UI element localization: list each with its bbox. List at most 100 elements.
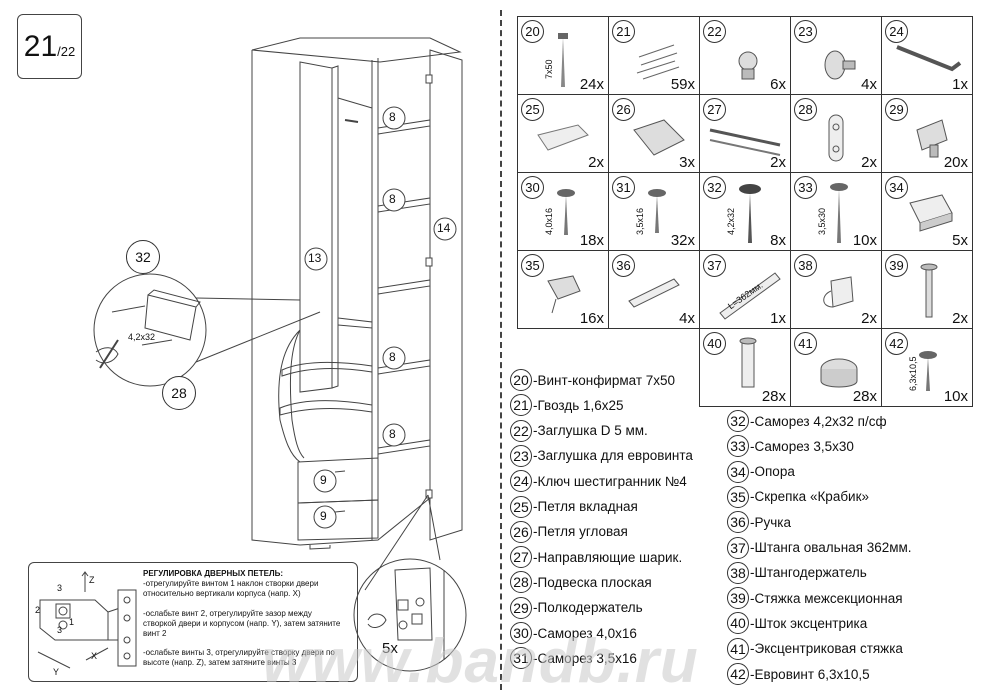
fitting-qty: 8x — [770, 232, 786, 249]
shelf-label: 8 — [389, 427, 396, 441]
fitting-icon — [909, 194, 953, 232]
fitting-number: 24 — [885, 20, 908, 43]
fitting-qty: 16x — [579, 310, 604, 327]
page-total: /22 — [57, 44, 76, 59]
fitting-icon — [547, 275, 581, 314]
fitting-qty: 10x — [943, 388, 968, 405]
fitting-icon — [636, 44, 680, 80]
parts-list-item: 40-Шток эксцентрика — [727, 612, 867, 635]
note-line-1: -отрегулируйте винтом 1 наклон створки д… — [143, 579, 319, 598]
shelf-label: 8 — [389, 350, 396, 364]
fitting-number: 21 — [612, 20, 635, 43]
part-number: 35 — [727, 485, 749, 508]
axis-x: X — [91, 651, 98, 661]
screw-size-label: 4,2x32 — [128, 332, 156, 342]
fitting-icon — [739, 184, 761, 243]
part-name: -Винт-конфирмат 7х50 — [533, 372, 676, 388]
part-name: -Ключ шестигранник №4 — [533, 473, 687, 489]
shelf-label: 8 — [389, 110, 396, 124]
part-name: -Стяжка межсекционная — [750, 590, 903, 606]
fitting-number: 26 — [612, 98, 635, 121]
parts-list-item: 36-Ручка — [727, 511, 791, 534]
fitting-cell-24: 24 1x — [881, 16, 973, 95]
fitting-icon — [709, 128, 781, 156]
part-number: 37 — [727, 536, 749, 559]
part-name: -Ручка — [750, 514, 791, 530]
fitting-number: 32 — [703, 176, 726, 199]
part-number: 33 — [727, 435, 749, 458]
fitting-qty: 2x — [861, 154, 877, 171]
note-line-3: -ослабьте винты 3, отрегулируйте створку… — [143, 648, 335, 667]
part-number: 34 — [727, 460, 749, 483]
fitting-number: 36 — [612, 254, 635, 277]
fitting-qty: 1x — [952, 76, 968, 93]
door-label-left: 13 — [308, 251, 322, 265]
fitting-qty: 6x — [770, 76, 786, 93]
parts-list-item: 34-Опора — [727, 460, 795, 483]
part-name: -Петля угловая — [533, 524, 628, 540]
fitting-number: 38 — [794, 254, 817, 277]
parts-list-item: 28-Подвеска плоская — [510, 571, 652, 594]
part-name: -Штанга овальная 362мм. — [750, 540, 912, 555]
parts-list-item: 30-Саморез 4,0х16 — [510, 622, 637, 644]
part-number: 31 — [510, 647, 532, 670]
parts-list-item: 25-Петля вкладная — [510, 495, 638, 518]
fitting-number: 34 — [885, 176, 908, 199]
fitting-number: 35 — [521, 254, 544, 277]
fitting-icon — [628, 278, 680, 308]
fitting-icon — [824, 50, 856, 80]
fitting-number: 27 — [703, 98, 726, 121]
part-number: 22 — [510, 419, 532, 442]
watermark: www.bandb.ru — [262, 627, 699, 696]
fitting-number: 33 — [794, 176, 817, 199]
fitting-qty: 2x — [861, 310, 877, 327]
fitting-icon — [830, 183, 848, 243]
part-32-bubble: 32 — [126, 240, 160, 274]
fitting-icon — [557, 189, 575, 235]
parts-list-item: 27-Направляющие шарик. — [510, 546, 683, 569]
fitting-cell-35: 35 16x — [517, 250, 609, 329]
fitting-size-label: 4,0x16 — [544, 207, 554, 235]
fitting-icon — [719, 272, 781, 320]
part-number: 23 — [510, 444, 532, 467]
part-number: 26 — [510, 520, 532, 543]
fitting-qty: 24x — [579, 76, 604, 93]
part-number: 38 — [727, 561, 749, 584]
fitting-qty: 2x — [952, 310, 968, 327]
part-number: 25 — [510, 495, 532, 518]
part-number: 41 — [727, 637, 749, 660]
fitting-size-label: 6,3x10,5 — [908, 356, 918, 391]
fitting-qty: 28x — [761, 388, 786, 405]
parts-list-item: 35-Скрепка «Крабик» — [727, 485, 870, 508]
part-name: -Скрепка «Крабик» — [750, 489, 870, 505]
fitting-icon — [896, 45, 962, 72]
shelf-label: 8 — [389, 192, 396, 206]
fitting-icon — [916, 119, 948, 158]
part-32-label: 32 — [135, 249, 151, 265]
drawer-label: 9 — [320, 473, 327, 487]
screw-3b: 3 — [57, 625, 63, 635]
fitting-icon — [820, 358, 858, 388]
fitting-qty: 18x — [579, 232, 604, 249]
part-name: -Направляющие шарик. — [533, 549, 683, 565]
part-name: -Подвеска плоская — [533, 574, 652, 590]
part-number: 39 — [727, 587, 749, 610]
part-number: 42 — [727, 663, 749, 685]
part-name: -Евровинт 6,3х10,5 — [750, 666, 870, 682]
part-name: -Полкодержатель — [533, 600, 643, 616]
fitting-number: 25 — [521, 98, 544, 121]
part-name: -Саморез 3,5х30 — [750, 438, 854, 454]
parts-list-item: 26-Петля угловая — [510, 520, 628, 543]
fitting-cell-38: 38 2x — [790, 250, 882, 329]
part-number: 21 — [510, 394, 532, 417]
fitting-icon — [823, 276, 854, 308]
fitting-size-label: 3,5x30 — [817, 207, 827, 235]
part-28-bubble: 28 — [162, 376, 196, 410]
